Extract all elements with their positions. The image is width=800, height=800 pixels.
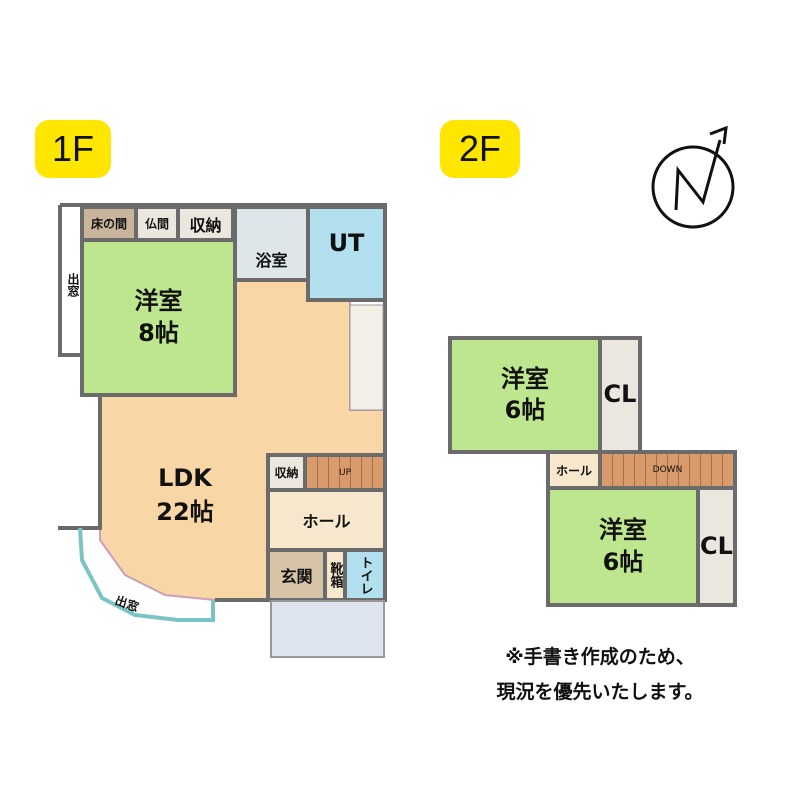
room-western-6-top: 洋室 6帖 [448, 336, 602, 454]
closet-bottom: CL [696, 486, 737, 607]
room-hall-2f: ホール [546, 450, 602, 490]
note-line-1: ※手書き作成のため、 [505, 646, 695, 668]
stairs-2f[interactable]: DOWN [598, 450, 737, 490]
toilet-label: トイレ [357, 555, 373, 595]
room-storage-top: 収納 [176, 205, 235, 242]
note-line-2: 現況を優先いたします。 [496, 681, 704, 703]
stairs-up-label: UP [338, 467, 351, 478]
room-toilet: トイレ [343, 548, 387, 602]
stairs-down-label: DOWN [652, 465, 683, 475]
room-storage-stairs: 収納 [266, 453, 307, 492]
room-butsuma: 仏間 [134, 205, 180, 242]
shoe-box-label: 靴箱 [327, 562, 343, 588]
stairs-1f[interactable]: UP [303, 453, 387, 492]
room-hall-1f: ホール [266, 488, 387, 552]
room-utility: UT [306, 205, 387, 302]
room-bathroom: 浴室 [233, 205, 310, 282]
north-arrow-icon [651, 125, 735, 229]
room-western-6-bottom: 洋室 6帖 [546, 486, 700, 607]
closet-top: CL [598, 336, 642, 454]
room-western-8: 洋室 8帖 [80, 238, 237, 397]
floor-badge-1f: 1F [35, 120, 111, 178]
bay-window-left-label: 出窓 [66, 273, 80, 297]
porch [270, 600, 385, 658]
room-tokonoma: 床の間 [80, 205, 138, 242]
note: ※手書き作成のため、 現況を優先いたします。 [455, 640, 745, 710]
room-ldk: LDK 22帖 [156, 464, 214, 526]
floor-badge-2f: 2F [440, 120, 520, 178]
room-entrance: 玄関 [266, 548, 327, 602]
